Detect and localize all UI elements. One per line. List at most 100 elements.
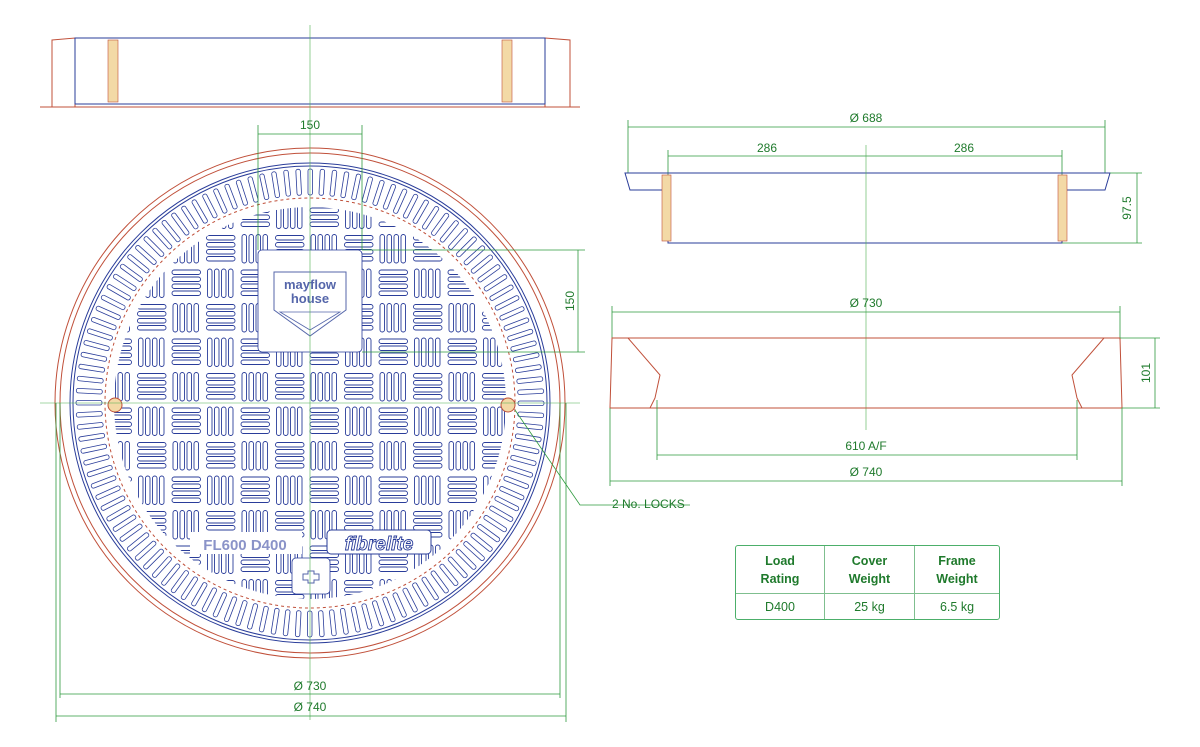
grip-slot <box>447 345 477 351</box>
radial-slot <box>100 294 126 311</box>
grip-slot <box>114 421 132 427</box>
radial-slot <box>351 173 362 201</box>
grip-slot <box>228 268 234 298</box>
grip-slot <box>448 510 454 540</box>
radial-slot <box>439 563 459 587</box>
grip-slot <box>171 476 201 482</box>
radial-slot <box>78 363 106 373</box>
grip-slot <box>206 587 236 593</box>
radial-slot <box>127 254 150 274</box>
grip-slot <box>114 338 132 344</box>
grip-slot <box>240 566 270 572</box>
grip-slot <box>145 475 151 505</box>
grip-slot <box>447 421 477 427</box>
grip-slot <box>207 406 213 436</box>
grip-slot <box>378 352 408 358</box>
grip-slot <box>345 475 351 505</box>
grip-slot <box>469 441 475 471</box>
grip-slot <box>482 442 506 448</box>
radial-slot <box>494 295 520 311</box>
grip-slot <box>400 303 406 333</box>
radial-slot <box>514 433 542 443</box>
lock-bolt-left <box>107 39 119 103</box>
grip-slot <box>309 421 339 427</box>
grip-slot <box>359 475 365 505</box>
radial-slot <box>294 610 302 638</box>
grip-slot <box>171 421 201 427</box>
radial-slot <box>270 607 280 635</box>
grip-slot <box>482 594 506 599</box>
grip-slot <box>206 511 236 517</box>
radial-slot <box>456 236 477 258</box>
grip-slot <box>309 359 339 365</box>
grip-slot <box>344 463 374 469</box>
grip-slot <box>290 406 296 436</box>
radial-slot <box>489 505 514 522</box>
radial-slot <box>494 495 520 512</box>
grip-slot <box>435 268 441 298</box>
grip-slot <box>352 406 358 436</box>
grip-slot <box>171 345 201 351</box>
grip-slot <box>366 207 372 229</box>
grip-slot <box>137 318 167 324</box>
grip-slot <box>413 449 443 455</box>
radial-slot <box>271 171 281 198</box>
grip-slot <box>469 303 475 333</box>
grip-slot <box>171 414 201 420</box>
radial-slot <box>223 596 238 622</box>
plan-view: mayflow house FL600 D400 fibrelite 2 No.… <box>40 25 690 722</box>
grip-slot <box>378 290 408 296</box>
grip-slot <box>275 456 305 462</box>
grip-slot <box>497 406 503 436</box>
grip-slot <box>206 304 236 310</box>
grip-slot <box>240 559 270 565</box>
radial-slot <box>470 254 494 274</box>
lock-left-icon <box>107 397 123 413</box>
grip-slot <box>345 207 351 229</box>
grip-slot <box>137 456 167 462</box>
grip-slot <box>275 511 305 517</box>
grip-slot <box>275 463 305 469</box>
grip-slot <box>206 235 236 241</box>
radial-slot <box>119 523 143 542</box>
grip-slot <box>297 207 303 229</box>
radial-slot <box>75 411 103 418</box>
grip-slot <box>359 406 365 436</box>
grip-slot <box>447 359 477 365</box>
radial-slot <box>171 212 190 236</box>
grip-slot <box>214 406 220 436</box>
grip-slot <box>378 338 408 344</box>
grip-slot <box>206 518 236 524</box>
grip-slot <box>435 544 441 574</box>
grip-slot <box>171 283 201 289</box>
radial-slot <box>483 274 508 292</box>
grip-slot <box>275 442 305 448</box>
grip-slot <box>171 428 201 434</box>
grip-slot <box>386 372 392 402</box>
grip-slot <box>413 380 443 386</box>
grip-slot <box>378 476 408 482</box>
dim-right: 286 <box>954 141 974 155</box>
grip-slot <box>221 268 227 298</box>
radial-slot <box>515 364 542 374</box>
grip-slot <box>283 207 289 229</box>
grip-slot <box>137 380 167 386</box>
grip-slot <box>275 242 305 248</box>
grip-slot <box>275 235 305 241</box>
radial-slot <box>90 475 117 489</box>
radial-slot <box>463 245 486 266</box>
grip-slot <box>393 234 399 264</box>
radial-slot <box>170 570 189 594</box>
grip-slot <box>275 594 305 599</box>
radial-slot <box>340 171 350 199</box>
radial-slot <box>191 582 208 607</box>
grip-slot <box>309 214 339 220</box>
locks-label: 2 No. LOCKS <box>612 497 685 511</box>
grip-slot <box>179 510 185 540</box>
radial-slot <box>507 465 534 478</box>
radial-slot <box>143 548 164 570</box>
radial-slot <box>318 168 326 196</box>
grip-slot <box>413 518 443 524</box>
grip-slot <box>186 303 192 333</box>
grip-slot <box>331 441 337 471</box>
